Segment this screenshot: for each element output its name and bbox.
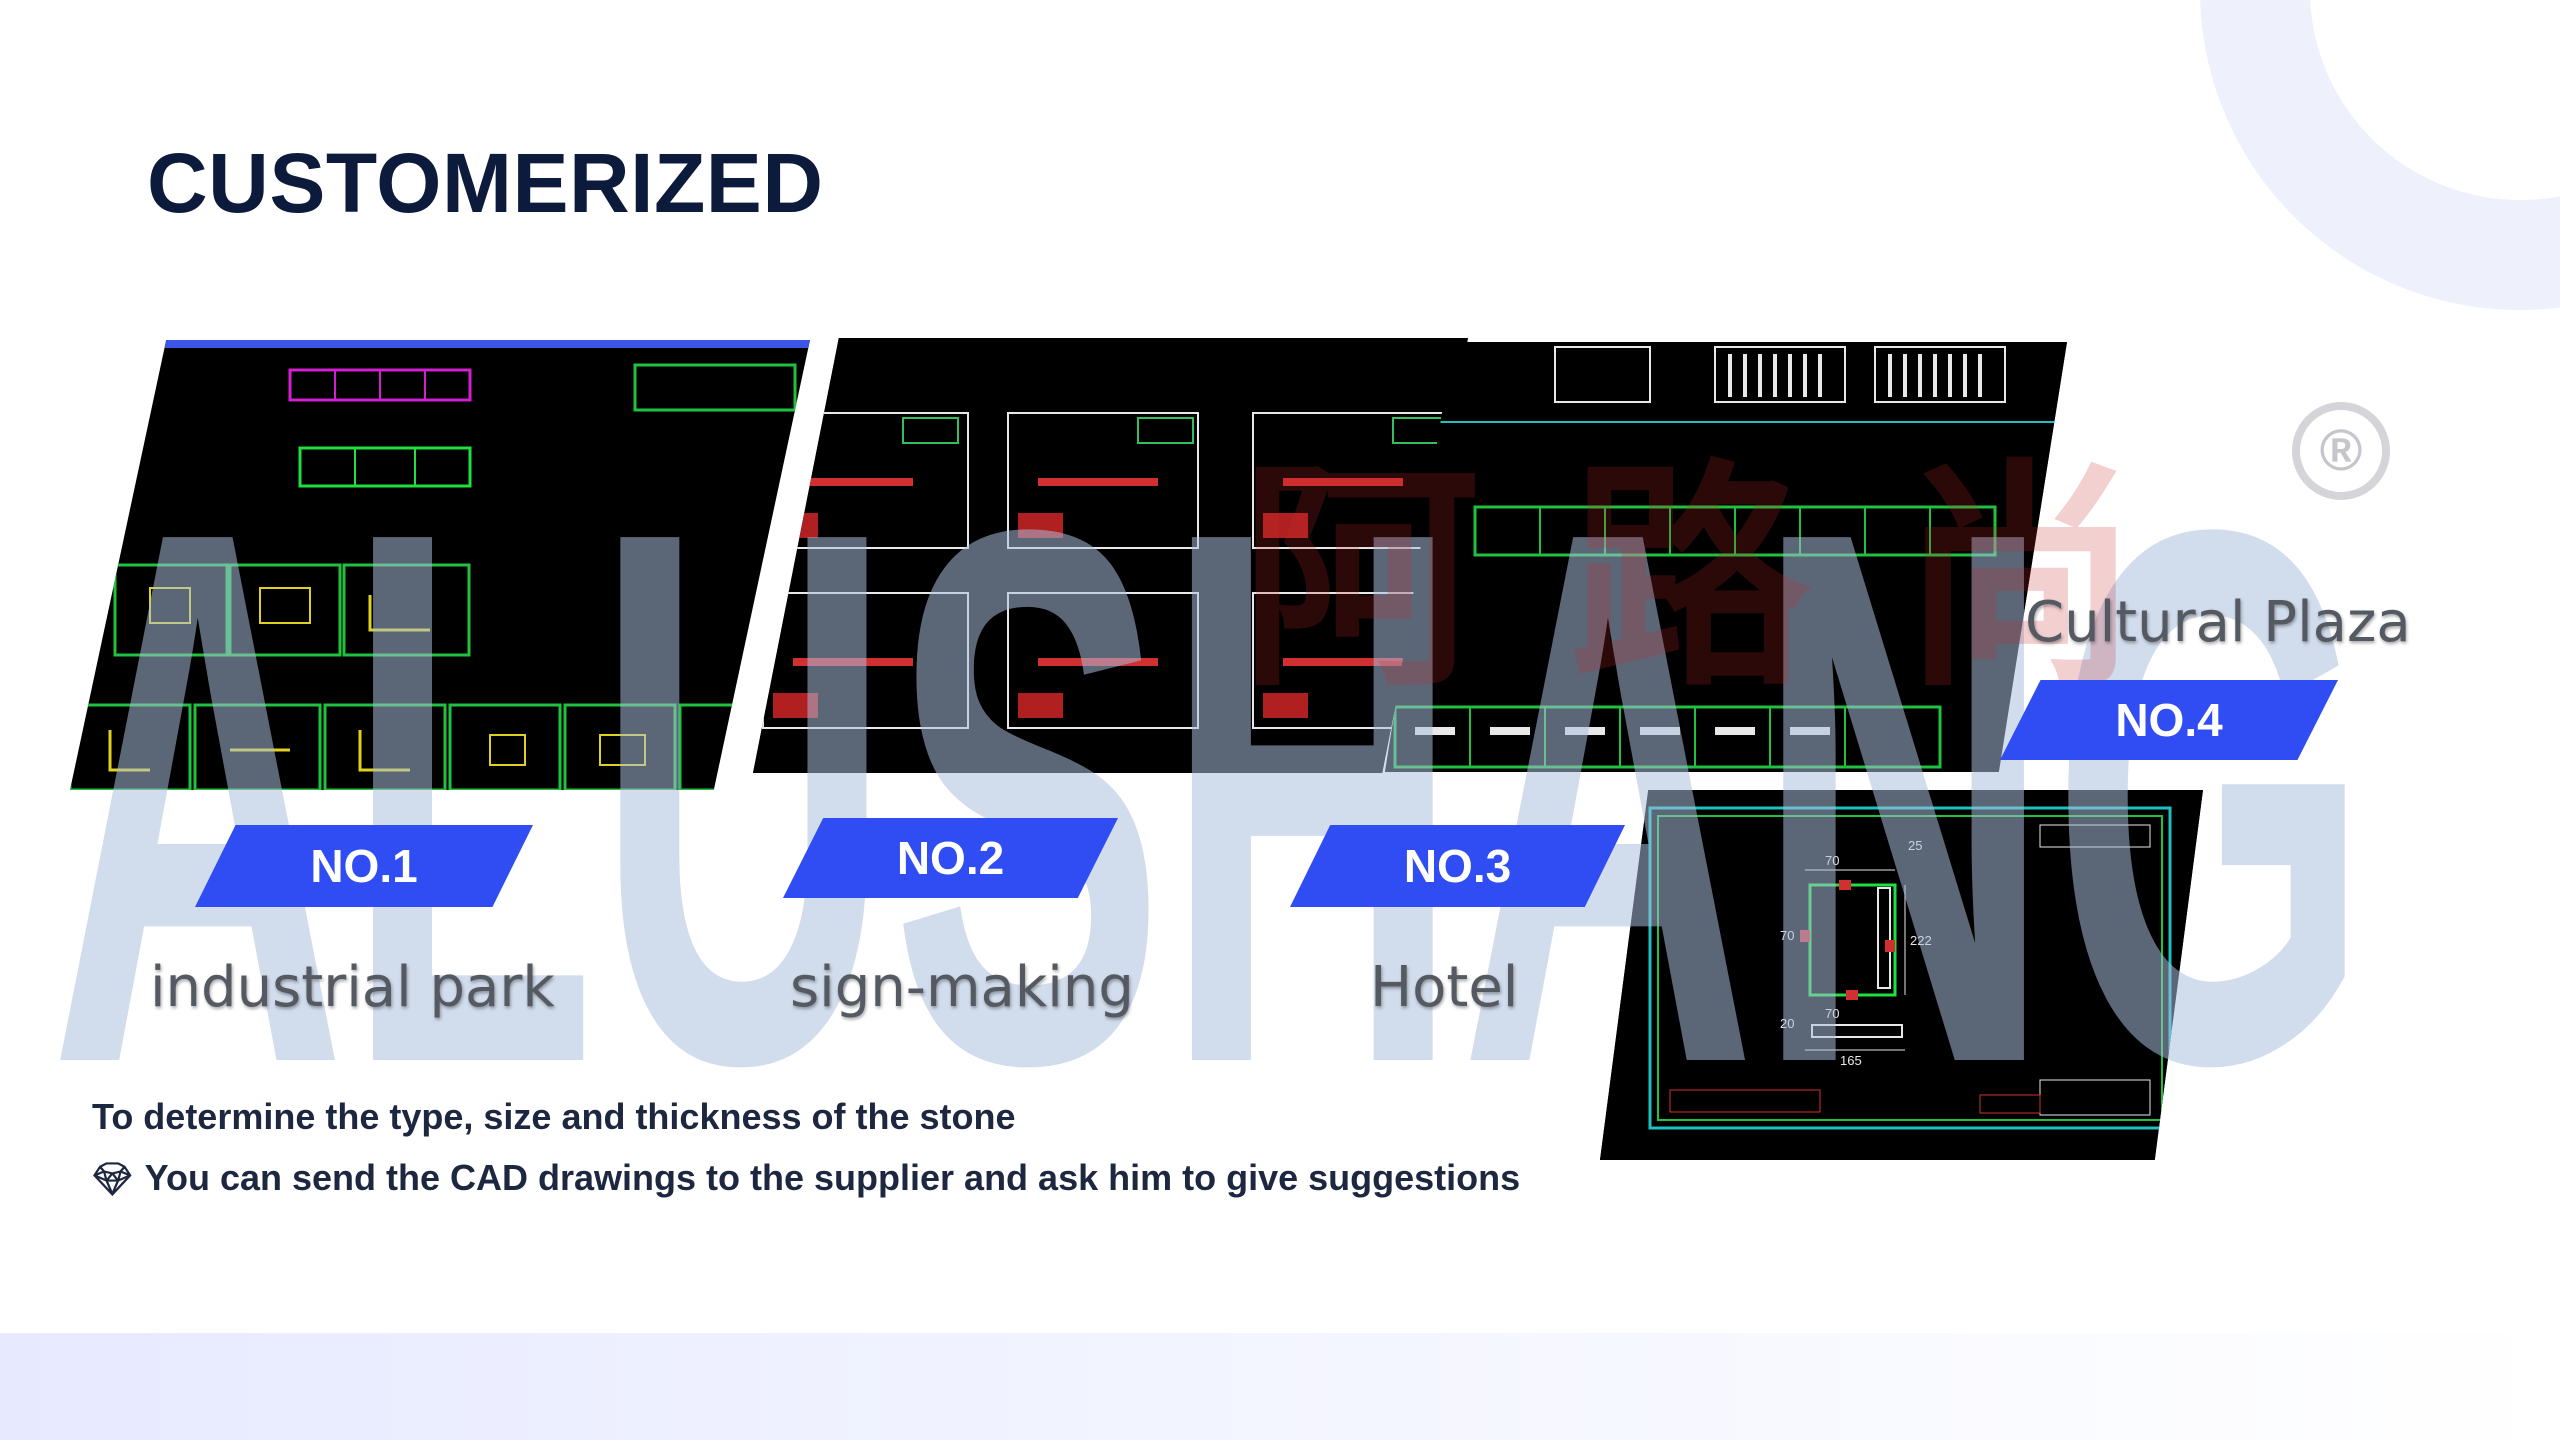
description-line-1: To determine the type, size and thicknes… (92, 1096, 1016, 1137)
caption-cultural-plaza: Cultural Plaza (2025, 590, 2411, 655)
svg-text:70: 70 (1825, 1006, 1839, 1021)
cad-drawing-sign-making (753, 338, 1468, 773)
badge-no2: NO.2 (783, 818, 1118, 898)
svg-text:70: 70 (1780, 928, 1794, 943)
badge-no4: NO.4 (2000, 680, 2338, 760)
decorative-ring (2200, 0, 2560, 310)
svg-text:165: 165 (1840, 1053, 1862, 1068)
svg-text:70: 70 (1825, 853, 1839, 868)
svg-text:20: 20 (1780, 1016, 1794, 1031)
bottom-gradient-band (0, 1333, 2560, 1440)
cad-drawing-hotel (1385, 342, 2067, 772)
caption-sign-making: sign-making (790, 955, 1134, 1020)
description-line-2: 💎︎ You can send the CAD drawings to the s… (92, 1157, 1520, 1199)
diamond-icon: 💎︎ (92, 1161, 133, 1197)
page-title: CUSTOMERIZED (147, 136, 824, 230)
svg-text:222: 222 (1910, 933, 1932, 948)
caption-industrial-park: industrial park (150, 955, 555, 1020)
cad-drawing-cultural-plaza: 70 70 222 70 165 25 20 (1600, 790, 2203, 1160)
description-line-2-text: You can send the CAD drawings to the sup… (144, 1157, 1521, 1198)
registered-mark-icon: ® (2292, 402, 2390, 500)
badge-no3: NO.3 (1290, 825, 1625, 907)
cad-drawing-industrial-park (70, 340, 810, 790)
svg-text:25: 25 (1908, 838, 1922, 853)
badge-no1: NO.1 (195, 825, 533, 907)
caption-hotel: Hotel (1370, 955, 1519, 1020)
